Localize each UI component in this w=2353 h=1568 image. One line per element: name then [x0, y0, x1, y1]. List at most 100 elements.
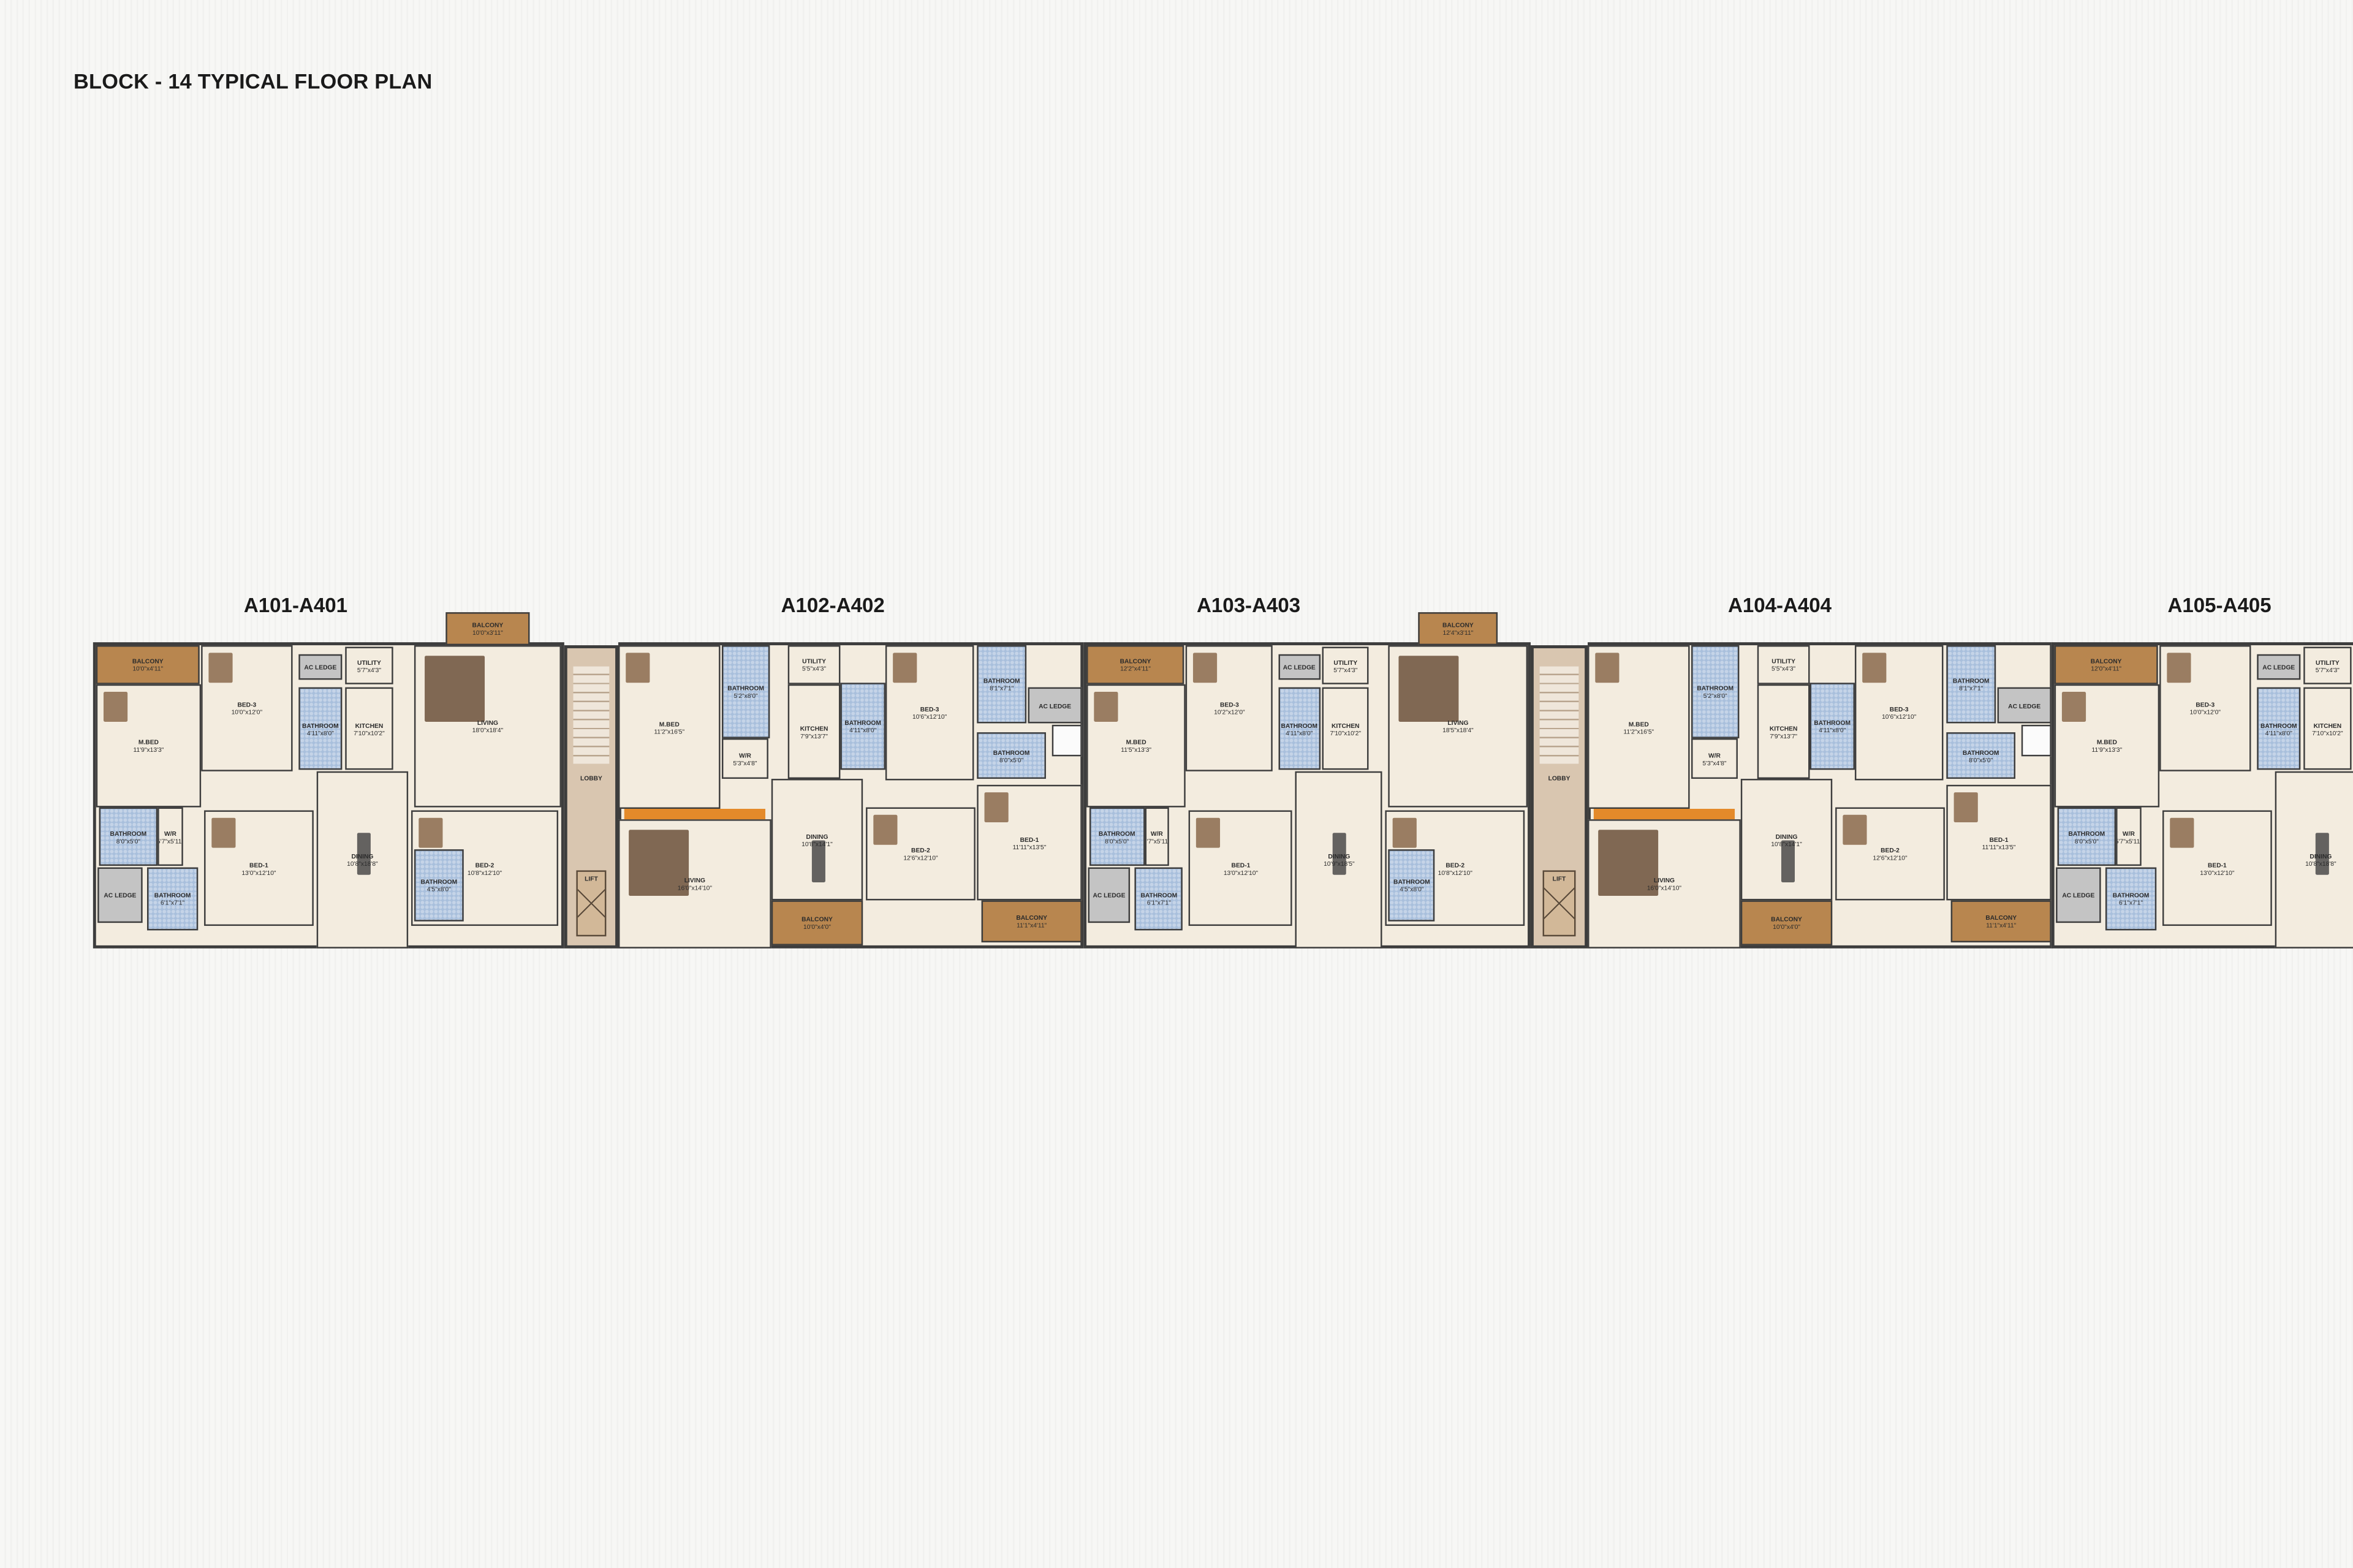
dining-table-icon	[2314, 833, 2328, 875]
room-name: UTILITY	[357, 657, 381, 666]
room-feature-wall[interactable]	[1593, 809, 1735, 820]
room-shaft[interactable]	[2021, 724, 2052, 757]
room-name: AC LEDGE	[2008, 701, 2041, 710]
room-name: KITCHEN	[2313, 721, 2342, 729]
lift-icon: LIFT	[576, 870, 607, 937]
room-feature-wall[interactable]	[624, 809, 765, 820]
room-ac-ledge[interactable]: AC LEDGE	[1088, 867, 1131, 923]
room-name: UTILITY	[1333, 657, 1358, 666]
room-ac-ledge[interactable]: AC LEDGE	[1997, 687, 2052, 724]
room-ac-ledge[interactable]: AC LEDGE	[97, 867, 143, 923]
room-dimensions: 8'0"x5'0"	[1969, 756, 1993, 763]
room-ac-ledge[interactable]: AC LEDGE	[298, 654, 343, 680]
room-ac-ledge[interactable]: AC LEDGE	[1028, 687, 1082, 724]
room-name: BED-3	[2196, 700, 2215, 708]
room-dimensions: 6'1"x7'1"	[2118, 898, 2143, 907]
bed-icon	[2170, 817, 2194, 848]
room-dimensions: 5'7"x4'3"	[2315, 665, 2340, 673]
room-ac-ledge[interactable]: AC LEDGE	[2257, 654, 2301, 680]
room-name: LIVING	[477, 719, 499, 727]
room-ac-ledge[interactable]: AC LEDGE	[1278, 654, 1320, 680]
room-w-r[interactable]: W/R5'7"x5'11"	[1145, 807, 1169, 866]
bed-icon	[1843, 814, 1867, 845]
room-shaft[interactable]	[1051, 724, 1082, 757]
room-ac-ledge[interactable]: AC LEDGE	[2056, 867, 2101, 923]
room-dimensions: 5'7"x5'11"	[1146, 836, 1169, 844]
